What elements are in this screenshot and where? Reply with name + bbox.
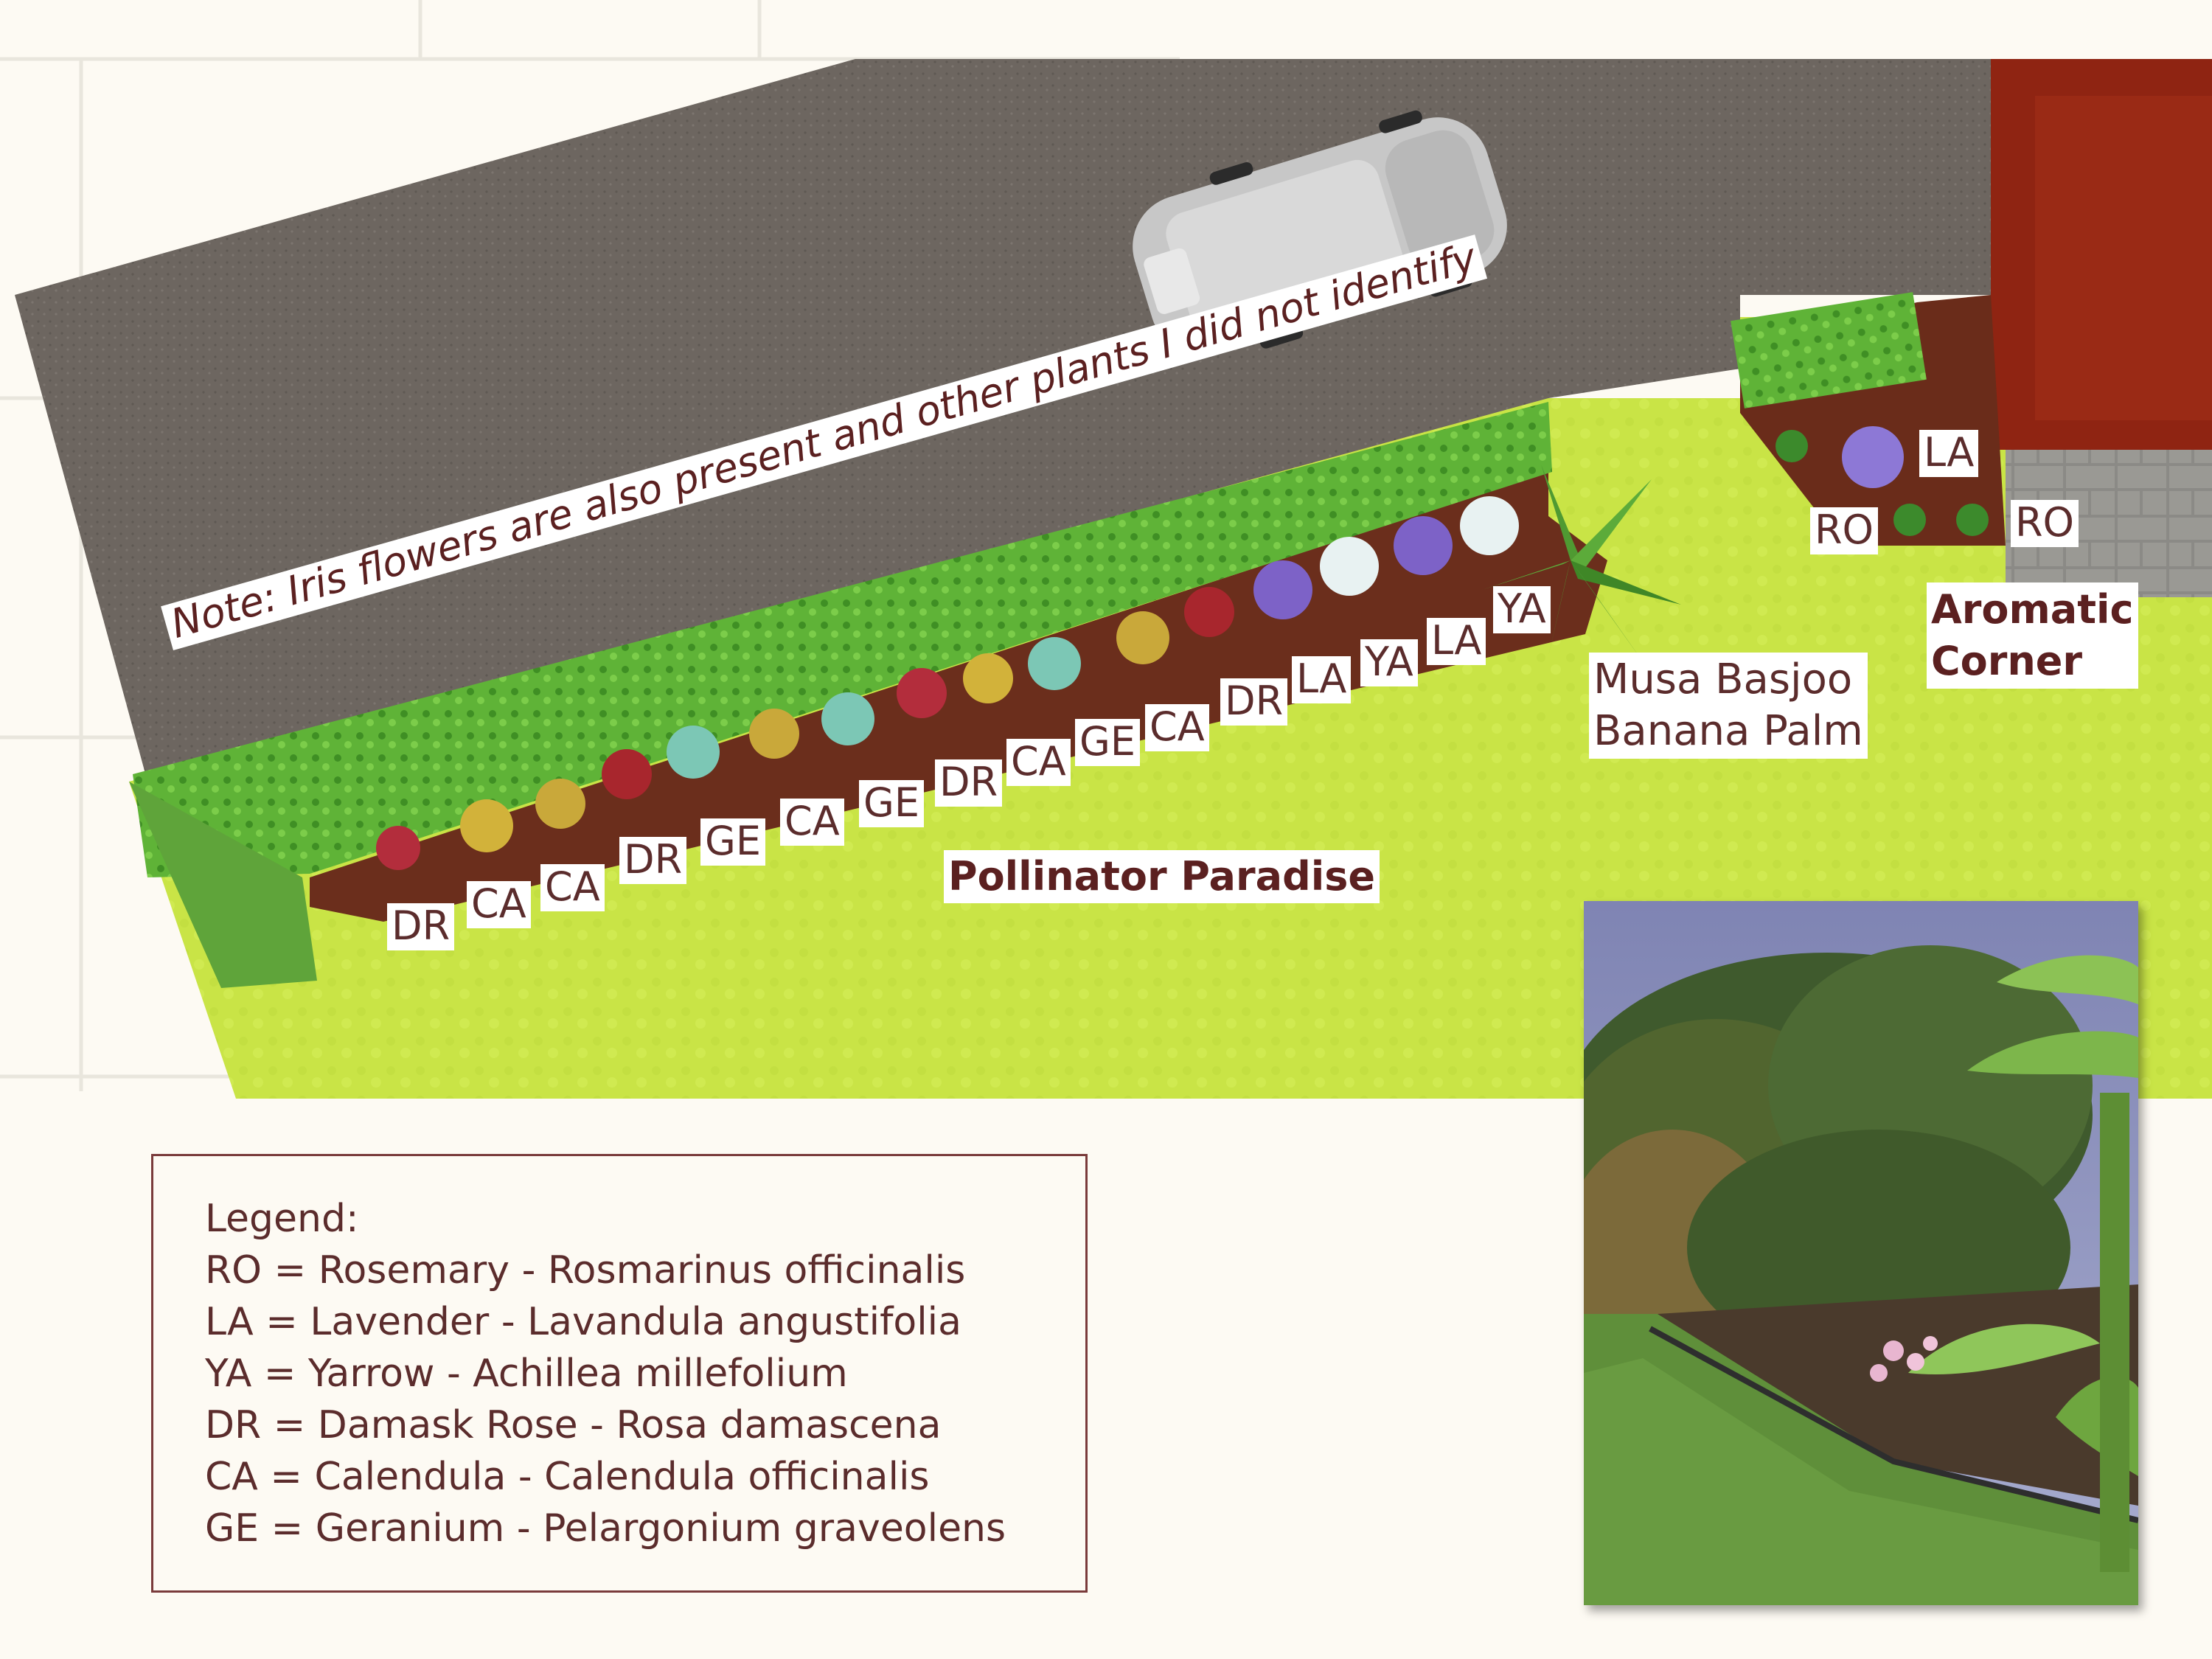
plant-label-ro: RO bbox=[1810, 507, 1879, 554]
plant-label-la: LA bbox=[1427, 618, 1486, 665]
legend-line-ya: YA = Yarrow - Achillea millefolium bbox=[205, 1352, 848, 1396]
legend-line-ro: RO = Rosemary - Rosmarinus officinalis bbox=[205, 1248, 966, 1293]
hedge-strip bbox=[133, 402, 1552, 877]
legend-line-ca: CA = Calendula - Calendula officinalis bbox=[205, 1455, 930, 1499]
plant-label-la: LA bbox=[1292, 656, 1352, 703]
flower-plants bbox=[376, 426, 1989, 870]
plant-label-ca: CA bbox=[467, 881, 531, 928]
plant-label-dr: DR bbox=[935, 759, 1003, 807]
plant-label-ge: GE bbox=[700, 818, 765, 866]
banana-label-line2: Banana Palm bbox=[1593, 707, 1863, 755]
aromatic-title-line1: Aromatic bbox=[1931, 586, 2134, 633]
plant-label-la: LA bbox=[1919, 430, 1979, 477]
banana-label-line1: Musa Basjoo bbox=[1593, 655, 1853, 703]
legend-line-dr: DR = Damask Rose - Rosa damascena bbox=[205, 1403, 942, 1447]
banana-palm-icon bbox=[1482, 465, 1681, 664]
plant-label-ge: GE bbox=[859, 780, 924, 827]
banana-palm-label: Musa Basjoo Banana Palm bbox=[1589, 653, 1868, 759]
plant-label-ya: YA bbox=[1360, 639, 1418, 686]
legend-line-ge: GE = Geranium - Pelargonium graveolens bbox=[205, 1506, 1006, 1551]
legend-line-la: LA = Lavender - Lavandula angustifolia bbox=[205, 1300, 961, 1344]
legend-box: Legend: RO = Rosemary - Rosmarinus offic… bbox=[151, 1154, 1088, 1593]
legend-heading: Legend: bbox=[205, 1197, 359, 1241]
plant-label-ca: CA bbox=[1145, 704, 1209, 751]
hedge-aromatic bbox=[1731, 292, 1927, 408]
plant-label-ca: CA bbox=[540, 864, 605, 911]
plant-label-ca: CA bbox=[780, 799, 844, 846]
aromatic-title-line2: Corner bbox=[1931, 638, 2083, 684]
plant-label-dr: DR bbox=[619, 837, 687, 884]
plant-label-dr: DR bbox=[387, 903, 455, 950]
plant-label-ge: GE bbox=[1075, 719, 1140, 766]
garden-photo bbox=[1584, 901, 2138, 1605]
plant-label-ca: CA bbox=[1006, 739, 1071, 786]
aromatic-corner-title: Aromatic Corner bbox=[1927, 582, 2138, 689]
plant-label-dr: DR bbox=[1220, 678, 1288, 726]
plant-label-ya: YA bbox=[1493, 586, 1551, 633]
pollinator-paradise-title: Pollinator Paradise bbox=[944, 850, 1380, 903]
plant-label-ro: RO bbox=[2011, 500, 2079, 547]
